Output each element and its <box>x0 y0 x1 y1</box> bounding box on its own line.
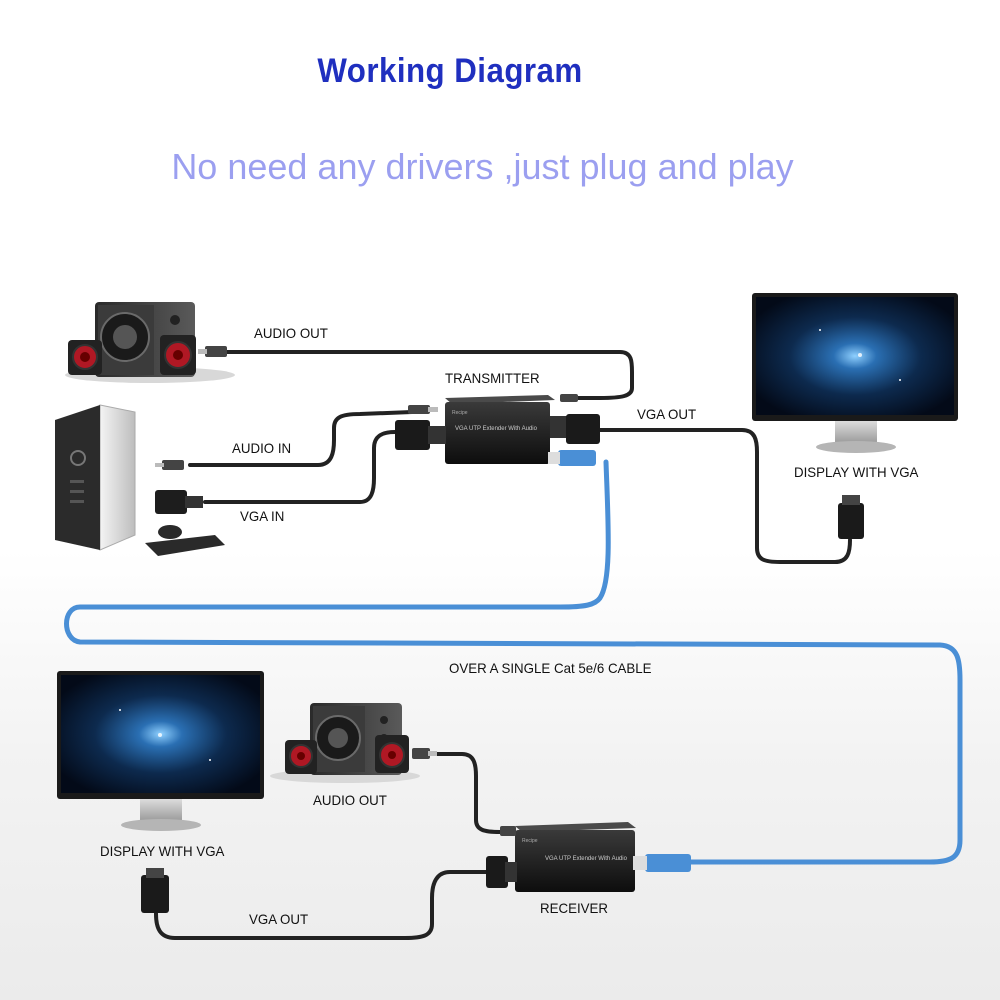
label-receiver: RECEIVER <box>540 900 608 916</box>
label-vga-in: VGA IN <box>240 508 285 524</box>
label-cable: OVER A SINGLE Cat 5e/6 CABLE <box>449 660 652 676</box>
signal-cables <box>154 350 852 940</box>
svg-text:Recipe: Recipe <box>522 838 538 844</box>
computer-tower <box>55 404 225 556</box>
speaker-set-bottom <box>270 703 437 783</box>
label-transmitter: TRANSMITTER <box>445 370 540 386</box>
label-audio-out-top: AUDIO OUT <box>254 325 328 341</box>
label-vga-out-bottom: VGA OUT <box>249 911 309 927</box>
audio-out-bottom-cable <box>423 752 514 834</box>
label-vga-out-top: VGA OUT <box>637 406 697 422</box>
transmitter-face-text: VGA UTP Extender With Audio <box>455 426 538 432</box>
label-audio-in: AUDIO IN <box>232 440 292 456</box>
label-display-with-vga-bottom: DISPLAY WITH VGA <box>100 843 225 859</box>
label-display-with-vga-top: DISPLAY WITH VGA <box>794 464 919 480</box>
audio-in-cable <box>188 410 414 467</box>
receiver-device: Recipe VGA UTP Extender With Audio <box>486 822 691 892</box>
vga-out-top-cable <box>598 428 852 564</box>
transmitter-device: Recipe VGA UTP Extender With Audio <box>395 394 600 466</box>
label-audio-out-bottom: AUDIO OUT <box>313 792 387 808</box>
vga-in-cable <box>203 430 397 504</box>
svg-text:Recipe: Recipe <box>452 410 468 416</box>
diagram-title: Working Diagram <box>317 52 583 90</box>
monitor-bottom <box>57 671 264 913</box>
monitor-top <box>752 293 958 539</box>
audio-out-top-cable <box>223 350 634 400</box>
vga-out-bottom-cable <box>154 870 490 940</box>
ethernet-cable <box>64 459 963 865</box>
speaker-set-top <box>65 302 235 383</box>
receiver-face-text: VGA UTP Extender With Audio <box>545 856 628 862</box>
diagram-subtitle: No need any drivers ,just plug and play <box>171 146 794 187</box>
